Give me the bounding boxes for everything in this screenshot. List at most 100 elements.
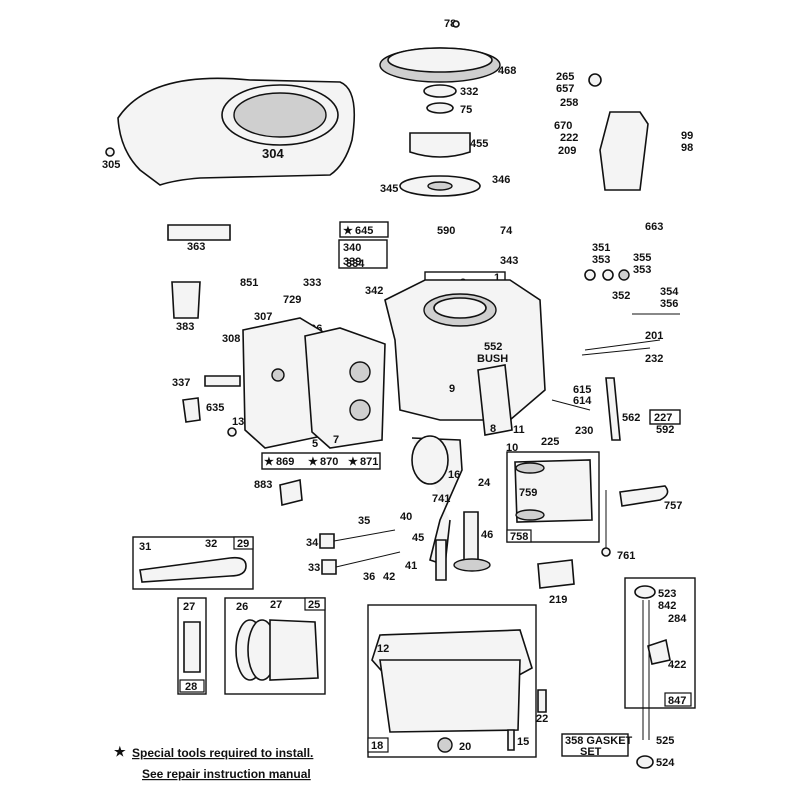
part-number: 74 — [500, 225, 513, 237]
part-number: 663 — [645, 221, 663, 233]
part-number: 358 GASKET — [565, 735, 633, 747]
part-number: 307 — [254, 311, 272, 323]
part-number: SET — [580, 746, 602, 758]
part-number: 353 — [592, 254, 610, 266]
part-number: 305 — [102, 159, 120, 171]
part-number: 20 — [459, 741, 471, 753]
part-number: 345 — [380, 183, 398, 195]
part-number: 363 — [187, 241, 205, 253]
part-number: 552 — [484, 341, 502, 353]
part-number: 851 — [240, 277, 258, 289]
pushrod-761: 761 — [601, 490, 635, 562]
rocker-arm-757: 757 — [619, 485, 682, 512]
part-number: 383 — [176, 321, 194, 333]
part-number: 468 — [498, 65, 516, 77]
part-number: 201 — [645, 330, 663, 342]
part-number: 847 — [668, 695, 686, 707]
clip-383: 383 — [171, 281, 201, 333]
part-number: 870 — [320, 456, 338, 468]
special-tools-note: ★ Special tools required to install. See… — [114, 744, 313, 781]
part-number: 32 — [205, 538, 217, 550]
part-number: 18 — [371, 740, 383, 752]
part-number: 592 — [656, 424, 674, 436]
part-number: 265 — [556, 71, 574, 83]
tappet-cover: 552 BUSH 9 8 11 10 — [449, 341, 525, 454]
part-number: 340 — [343, 242, 361, 254]
part-number: 12 — [377, 643, 389, 655]
part-number: 455 — [470, 138, 488, 150]
part-number: 635 — [206, 402, 224, 414]
part-number: 35 — [358, 515, 370, 527]
governor-lever: 615 614 225 230 562 227 592 — [541, 377, 681, 448]
piston-pin-box: 27 28 — [177, 597, 207, 695]
part-number: 525 — [656, 735, 674, 747]
part-number: 219 — [549, 594, 567, 606]
part-number: 741 — [432, 493, 450, 505]
part-number: 308 — [222, 333, 240, 345]
star-symbol: ★ — [308, 456, 318, 468]
part-number: 645 — [355, 225, 373, 237]
part-number: 22 — [536, 713, 548, 725]
cylinder-block: 645 ★ 590 74 340 339 343 334 851 333 729… — [222, 221, 546, 449]
part-number: 523 — [658, 588, 676, 600]
part-number: 590 — [437, 225, 455, 237]
part-number: 352 — [612, 290, 630, 302]
part-number: 356 — [660, 298, 678, 310]
part-number: 351 — [592, 242, 610, 254]
part-number: 337 — [172, 377, 190, 389]
governor-parts: 351 353 355 353 352 354 356 201 232 — [581, 242, 680, 365]
part-number: 15 — [517, 736, 529, 748]
part-number: 78 — [444, 18, 456, 30]
part-number: 45 — [412, 532, 424, 544]
part-number: 28 — [185, 681, 197, 693]
blower-housing: 304 — [117, 77, 356, 186]
piston-box: 26 27 25 — [224, 597, 326, 695]
part-number: 24 — [478, 477, 491, 489]
part-number: 31 — [139, 541, 151, 553]
star-symbol: ★ — [343, 225, 353, 237]
part-number: 258 — [560, 97, 578, 109]
part-number: 7 — [333, 434, 339, 446]
part-number: 230 — [575, 425, 593, 437]
part-number: 332 — [460, 86, 478, 98]
part-number: 729 — [283, 294, 301, 306]
part-number: 29 — [237, 538, 249, 550]
part-number: 99 — [681, 130, 693, 142]
part-number: 9 — [449, 383, 455, 395]
part-number: 343 — [500, 255, 518, 267]
part-number: 42 — [383, 571, 395, 583]
part-number: 615 — [573, 384, 591, 396]
part-number: 209 — [558, 145, 576, 157]
part-number: 8 — [490, 423, 496, 435]
connecting-rod-box: 31 32 29 — [132, 536, 254, 590]
oil-sump: 12 20 18 22 15 — [367, 604, 548, 758]
part-number: 346 — [492, 174, 510, 186]
breather-219: 219 — [537, 559, 575, 606]
part-number: 227 — [654, 412, 672, 424]
part-number: 354 — [660, 286, 679, 298]
part-number: 225 — [541, 436, 559, 448]
part-number: 40 — [400, 511, 412, 523]
part-number: 871 — [360, 456, 378, 468]
part-number: BUSH — [477, 353, 508, 365]
part-number: 75 — [460, 104, 472, 116]
note-line-2: See repair instruction manual — [142, 767, 311, 781]
part-number: 562 — [622, 412, 640, 424]
part-number: 883 — [254, 479, 272, 491]
part-number: 334 — [346, 258, 365, 270]
part-number: 670 — [554, 120, 572, 132]
part-number: 342 — [365, 285, 383, 297]
gasket-883: 883 — [254, 478, 303, 507]
part-number: 339 — [343, 256, 361, 268]
part-number: 353 — [633, 264, 651, 276]
part-number: 33 — [308, 562, 320, 574]
part-number: 27 — [270, 599, 282, 611]
part-number: 232 — [645, 353, 663, 365]
part-number: 757 — [664, 500, 682, 512]
part-number: 10 — [506, 442, 518, 454]
spark-plug: 337 635 13 5 7 — [172, 375, 339, 450]
part-number: 284 — [668, 613, 687, 625]
part-number: 759 — [519, 487, 537, 499]
part-number: 1 — [494, 272, 500, 284]
